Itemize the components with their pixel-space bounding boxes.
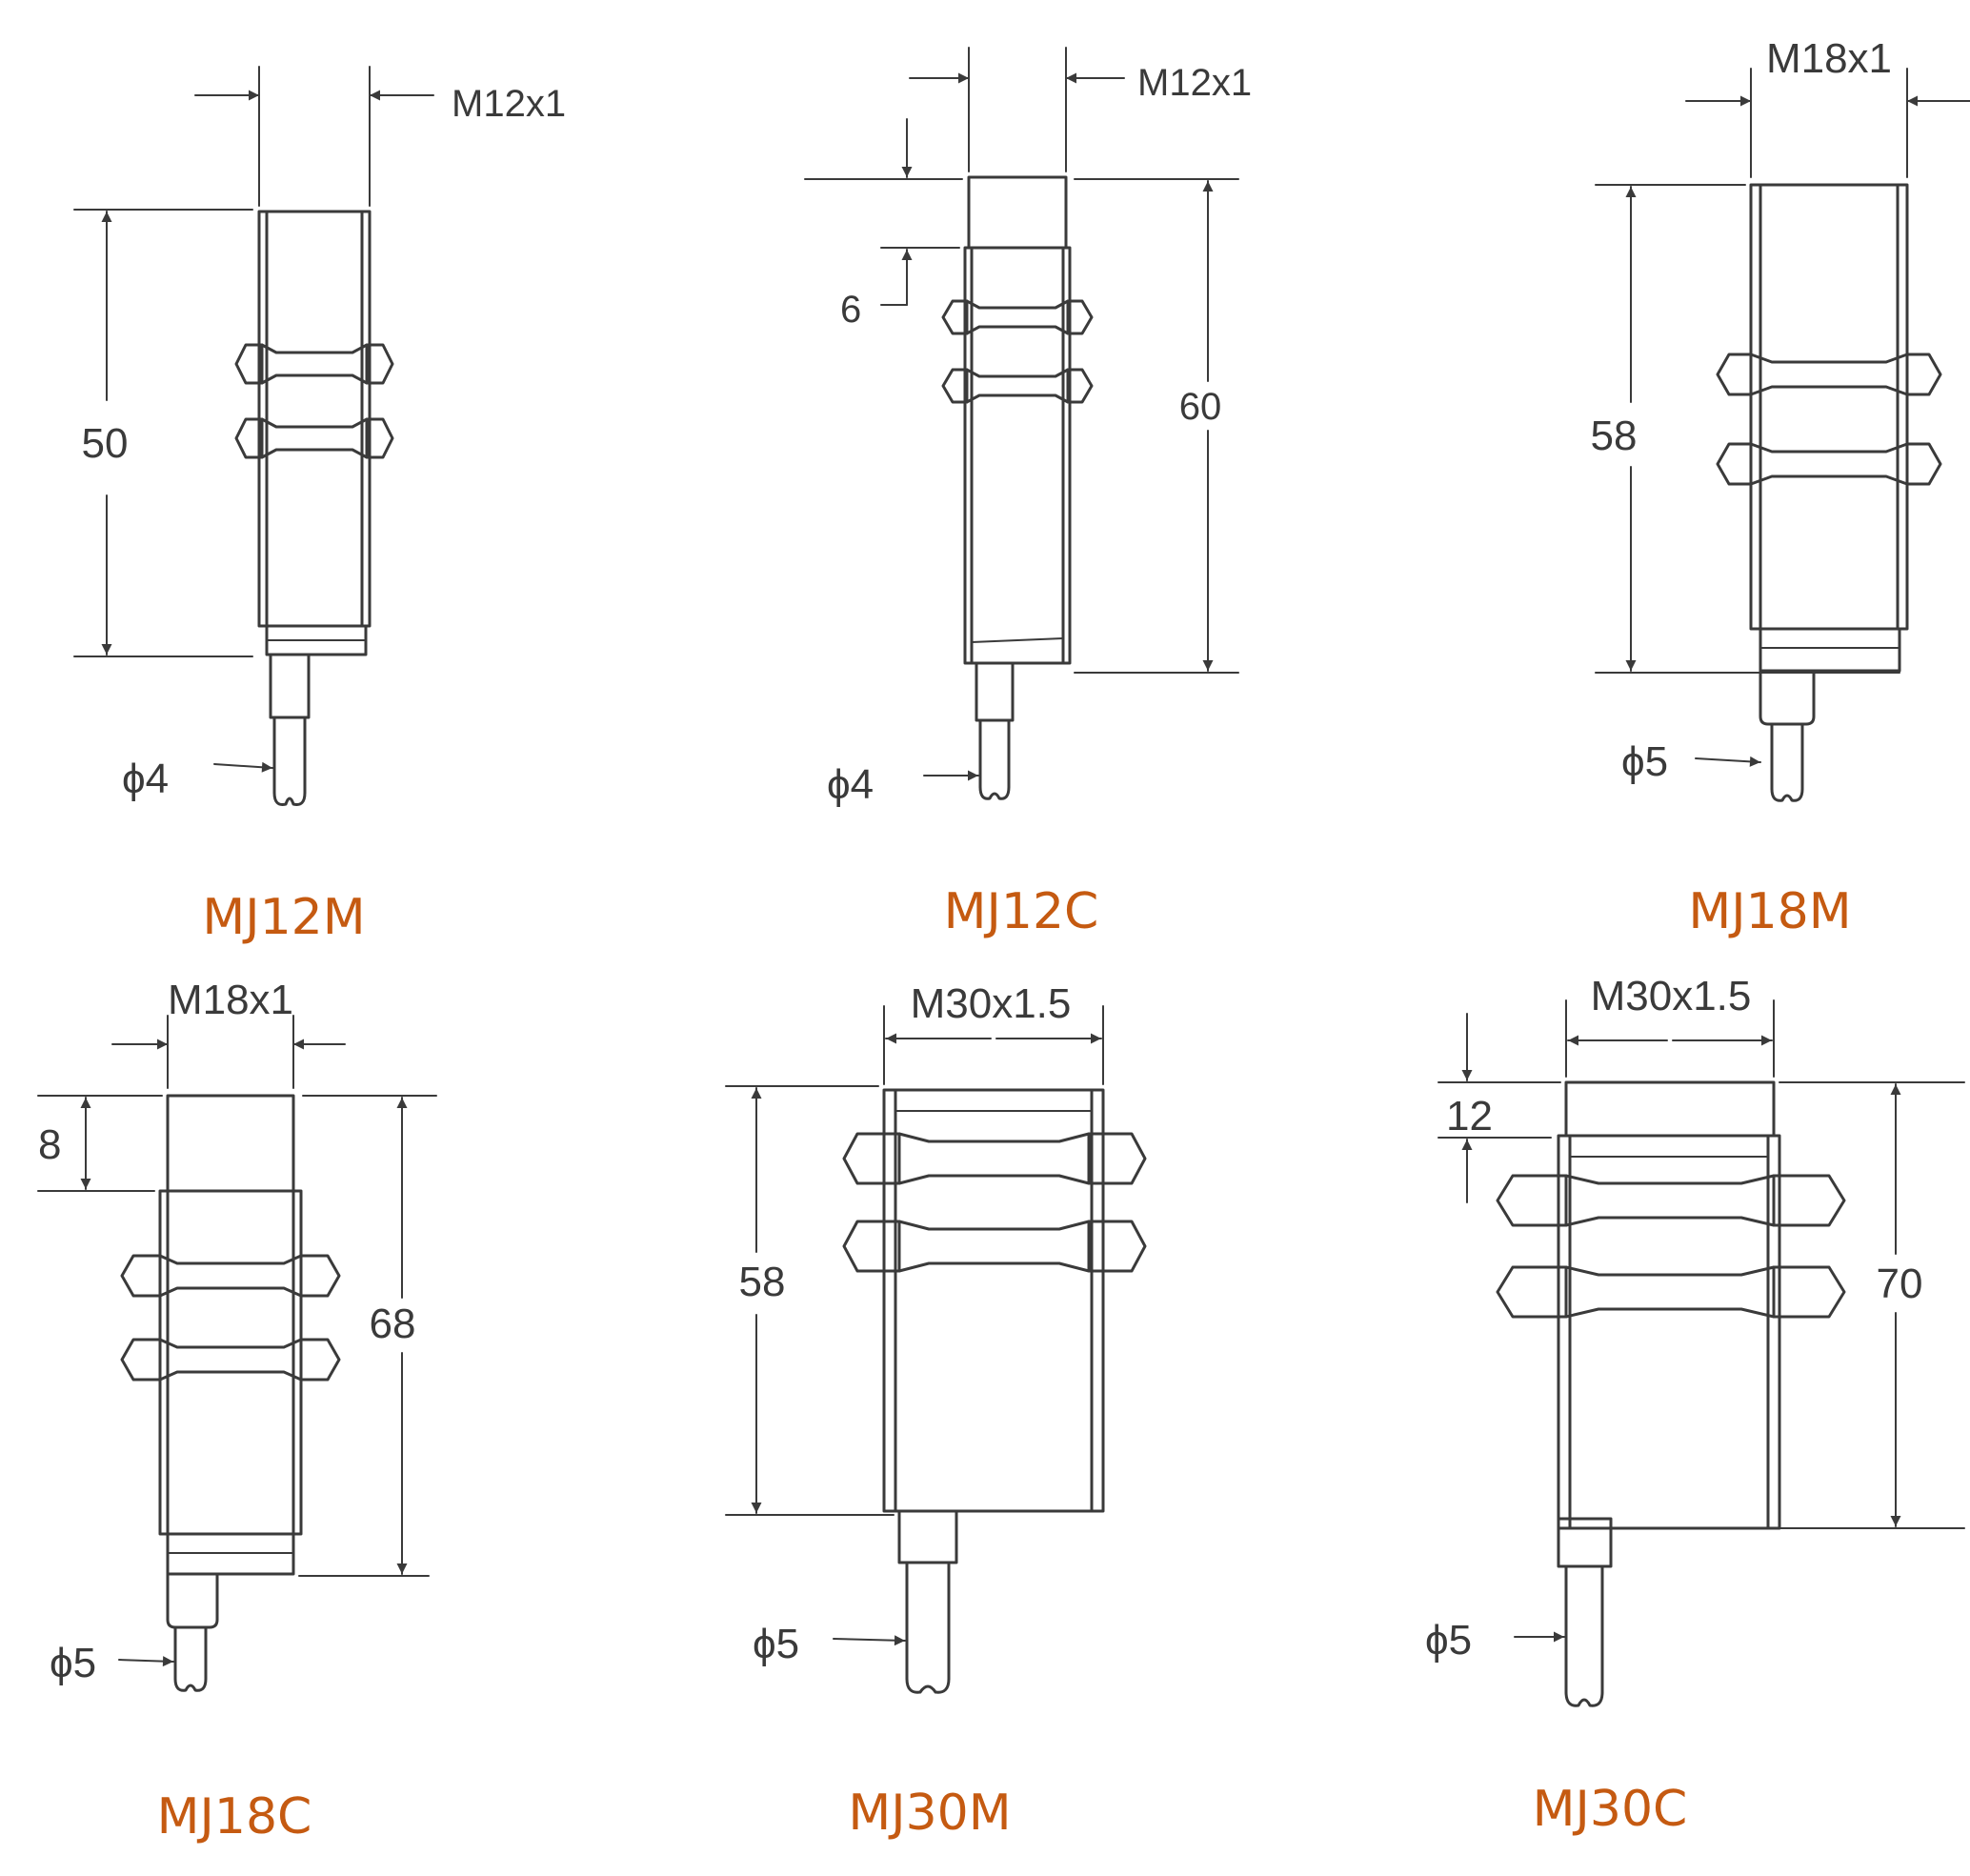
cable-gland: [269, 653, 311, 719]
sensor-body: [882, 1088, 1105, 1513]
thread-label-mj30c: M30x1.5: [1591, 973, 1752, 1019]
thread-label-mj12c: M12x1: [1137, 62, 1252, 104]
length-label-mj18m: 58: [1591, 413, 1638, 459]
cable: [978, 718, 1011, 789]
cable-label-mj30m: ϕ5: [753, 1621, 799, 1667]
drawing-mj30c: [1437, 999, 1965, 1707]
offset-label-mj18c: 8: [38, 1121, 61, 1168]
hex-nut: [1716, 353, 1942, 396]
hex-nut: [234, 417, 394, 459]
sensor-end-cap: [1759, 627, 1901, 673]
model-label-mj12c: MJ12C: [944, 883, 1099, 940]
sensor-body: [1557, 1134, 1781, 1530]
hex-nut: [1496, 1174, 1846, 1227]
sensor-sensing-face: [1564, 1080, 1776, 1138]
drawing-mj12c: [804, 47, 1239, 800]
model-label-mj18m: MJ18M: [1688, 883, 1851, 940]
sensor-sensing-face: [166, 1094, 295, 1193]
drawing-mj18m: [1595, 68, 1970, 802]
offset-label-mj12c: 6: [840, 289, 861, 331]
drawing-mj18c: [37, 1015, 437, 1692]
hex-nut: [120, 1254, 341, 1298]
cable-label-mj18m: ϕ5: [1621, 738, 1668, 785]
drawing-mj30m: [725, 1005, 1147, 1694]
length-label-mj12c: 60: [1179, 386, 1222, 428]
hex-nut: [941, 299, 1094, 335]
cable-label-mj12m: ϕ4: [122, 756, 169, 802]
dimension-labels: M12x1 50 ϕ4 M12x1 6 60 ϕ4 M18x1 58 ϕ5 M1…: [38, 35, 1922, 1686]
thread-label-mj18m: M18x1: [1766, 35, 1892, 82]
model-label-mj30c: MJ30C: [1533, 1781, 1688, 1838]
sensor-body: [1749, 183, 1909, 631]
length-label-mj12m: 50: [82, 420, 129, 467]
cable: [272, 716, 307, 795]
sensor-body: [963, 246, 1072, 665]
cable-label-mj30c: ϕ5: [1425, 1617, 1472, 1664]
hex-nut: [234, 343, 394, 385]
hex-nut: [1496, 1265, 1846, 1319]
offset-label-mj30c: 12: [1446, 1093, 1493, 1140]
cable-label-mj18c: ϕ5: [50, 1640, 96, 1686]
length-label-mj30c: 70: [1877, 1261, 1923, 1307]
cable-gland: [975, 661, 1015, 722]
sensor-body: [158, 1189, 303, 1536]
model-label-mj30m: MJ30M: [848, 1785, 1011, 1842]
sensor-body: [257, 210, 372, 628]
thread-label-mj30m: M30x1.5: [911, 980, 1072, 1027]
length-label-mj18c: 68: [370, 1301, 416, 1347]
model-label-mj18c: MJ18C: [157, 1788, 312, 1846]
thread-label-mj18c: M18x1: [168, 977, 293, 1023]
length-label-mj30m: 58: [739, 1259, 786, 1305]
hex-nut: [842, 1220, 1147, 1273]
hex-nut: [941, 368, 1094, 404]
hex-nut: [842, 1132, 1147, 1185]
cable-gland: [166, 1572, 219, 1629]
hex-nut: [120, 1338, 341, 1382]
cable: [1770, 722, 1804, 791]
model-label-mj12m: MJ12M: [202, 889, 365, 946]
cable-gland: [1557, 1517, 1613, 1568]
drawing-mj12m: [73, 66, 434, 806]
cable-gland: [897, 1509, 958, 1564]
cable: [1564, 1564, 1604, 1694]
model-labels: MJ12M MJ12C MJ18M MJ18C MJ30M MJ30C: [157, 883, 1852, 1846]
thread-label-mj12m: M12x1: [452, 83, 566, 125]
cable-gland: [1759, 669, 1816, 726]
sensor-sensing-face: [967, 175, 1068, 250]
hex-nut: [1716, 442, 1942, 486]
cable: [173, 1625, 208, 1681]
cable: [905, 1561, 951, 1681]
cable-label-mj12c: ϕ4: [827, 761, 874, 808]
